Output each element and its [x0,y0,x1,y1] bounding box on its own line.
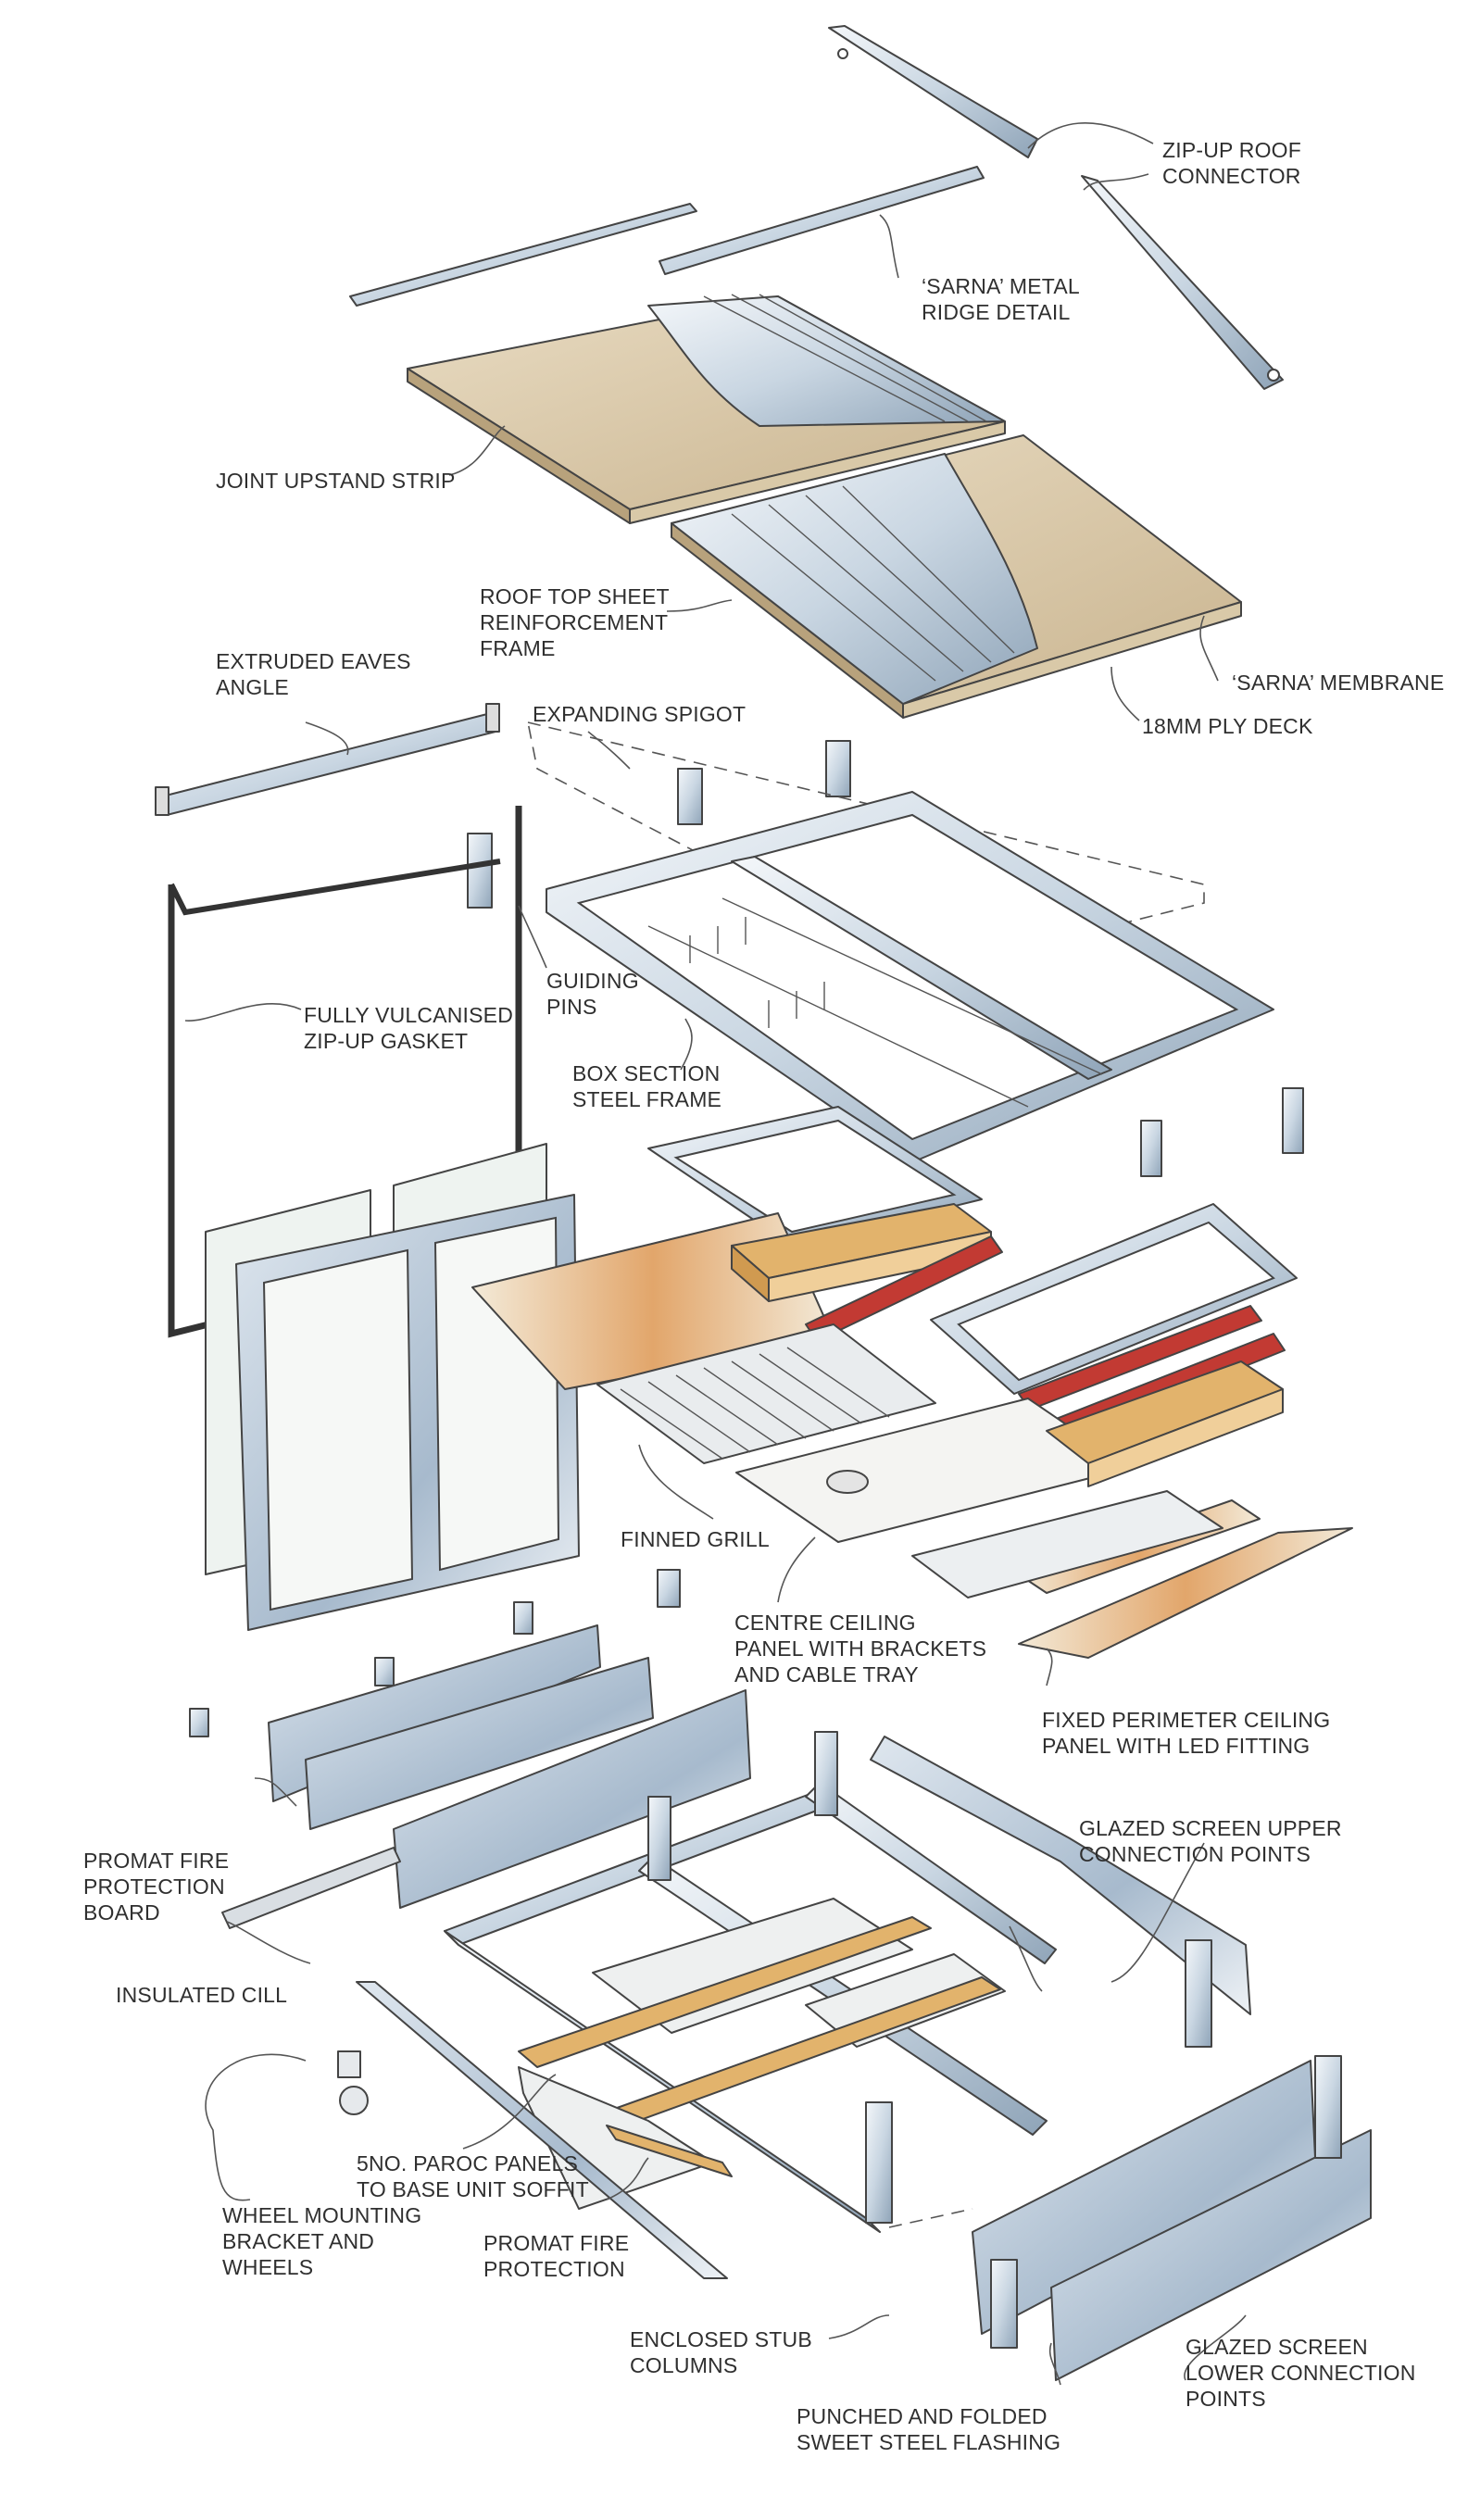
label-roof-top-sheet: ROOF TOP SHEET REINFORCEMENT FRAME [480,584,670,660]
finned-grill-part [596,1323,936,1464]
promat-protection-part [356,1981,728,2279]
label-zip-up-roof-connector: ZIP-UP ROOF CONNECTOR [1162,138,1302,188]
roof-deck-left [407,294,1006,524]
spigots [467,740,851,909]
label-extruded-eaves-angle: EXTRUDED EAVES ANGLE [216,649,411,699]
leader-lines [184,122,1247,2386]
label-paroc-panels: 5NO. PAROC PANELS TO BASE UNIT SOFFIT [357,2151,589,2201]
label-wheel-bracket: WHEEL MOUNTING BRACKET AND WHEELS [222,2203,422,2279]
label-sarna-metal-ridge: ‘SARNA’ METAL RIDGE DETAIL [922,274,1080,324]
label-fixed-perimeter-panel: FIXED PERIMETER CEILING PANEL WITH LED F… [1042,1708,1331,1758]
label-glazed-lower-points: GLAZED SCREEN LOWER CONNECTION POINTS [1186,2335,1416,2411]
wheel-part [337,2050,369,2115]
eaves-angle-part [155,703,500,816]
label-enclosed-stub-columns: ENCLOSED STUB COLUMNS [630,2327,812,2377]
label-ply-deck: 18MM PLY DECK [1142,714,1313,738]
label-zip-up-gasket: FULLY VULCANISED ZIP-UP GASKET [304,1003,514,1053]
label-box-section-frame: BOX SECTION STEEL FRAME [572,1061,722,1111]
label-expanding-spigot: EXPANDING SPIGOT [533,702,747,726]
insulated-cill-part [221,1847,401,1929]
sarna-metal-ridge-part [349,166,985,307]
box-section-steel-frame [546,791,1274,1163]
paroc-panels-part [518,1898,1006,2210]
label-guiding-pins: GUIDING PINS [546,969,639,1019]
glazed-screen-frame [235,1194,580,1631]
upper-grill-frame [647,1106,983,1247]
label-insulated-cill: INSULATED CILL [116,1983,288,2007]
brackets [189,1087,1304,1737]
zip-up-roof-connector-part [828,25,1284,390]
label-joint-upstand-strip: JOINT UPSTAND STRIP [216,469,456,493]
label-promat-board: PROMAT FIRE PROTECTION BOARD [83,1849,230,1924]
roof-deck-right [671,434,1242,719]
label-centre-ceiling-panel: CENTRE CEILING PANEL WITH BRACKETS AND C… [734,1611,987,1686]
label-punched-flashing: PUNCHED AND FOLDED SWEET STEEL FLASHING [797,2404,1061,2454]
label-sarna-membrane: ‘SARNA’ MEMBRANE [1232,671,1445,695]
right-frame-tray [930,1203,1298,1395]
fixed-perimeter-panel-part [911,1490,1353,1659]
timber-box-right [1046,1360,1284,1487]
timber-box [731,1203,992,1302]
label-glazed-upper-points: GLAZED SCREEN UPPER CONNECTION POINTS [1079,1816,1342,1866]
label-promat-protection: PROMAT FIRE PROTECTION [483,2231,630,2281]
promat-board-part [268,1624,751,1909]
label-finned-grill: FINNED GRILL [621,1527,770,1551]
front-flashing-part [972,2055,1372,2381]
